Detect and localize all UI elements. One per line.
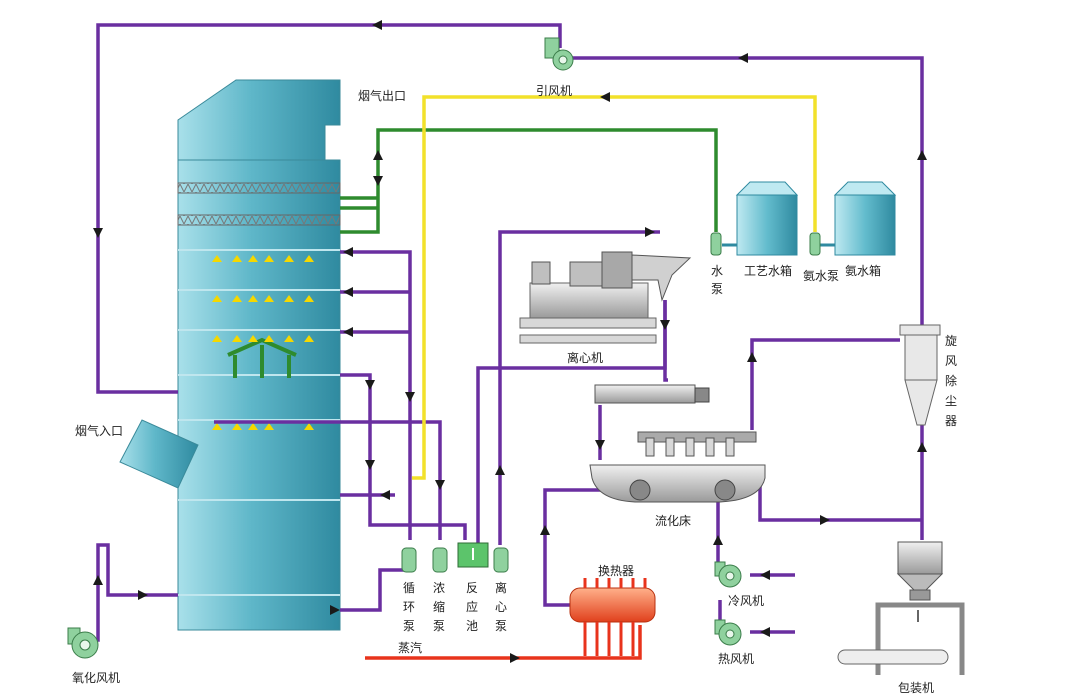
- ammonia-tank-label: 氨水箱: [845, 263, 881, 278]
- heat-exchanger: [569, 578, 656, 656]
- gas-distribution-baffle: [227, 337, 297, 378]
- oxidation-fan-label: 氧化风机: [72, 671, 120, 685]
- concentration-pump-label-1: 浓: [433, 581, 445, 595]
- cyclone-label-2: 风: [945, 354, 957, 368]
- induced-draft-fan: [544, 37, 574, 71]
- circulation-pump-label-1: 循: [403, 581, 415, 595]
- absorption-tower: [119, 79, 341, 631]
- cold-fan-label: 冷风机: [728, 594, 764, 608]
- centrifuge: [519, 251, 692, 344]
- cyclone-label-1: 旋: [945, 334, 957, 348]
- water-pump-icon: [710, 232, 722, 256]
- steam-pipe: [365, 625, 642, 660]
- demister-layer-2: [177, 214, 341, 226]
- purple-pipes: [88, 23, 924, 642]
- centrifugal-pump-label-3: 泵: [495, 619, 507, 633]
- cyclone-label-4: 尘: [945, 394, 957, 408]
- cyclone-label-3: 除: [945, 373, 957, 388]
- circulation-pump: [401, 547, 417, 573]
- reaction-tank: [457, 542, 489, 568]
- concentration-pump: [432, 547, 448, 573]
- reaction-tank-label-2: 应: [466, 599, 478, 614]
- centrifugal-pump-label-2: 心: [495, 600, 507, 614]
- packing-machine-label: 包装机: [898, 681, 934, 695]
- steam-label: 蒸汽: [398, 640, 422, 655]
- hot-air-fan: [714, 619, 742, 646]
- induced-fan-label: 引风机: [536, 84, 572, 98]
- demister-layer-1: [177, 182, 341, 194]
- yellow-pipes: [412, 95, 817, 480]
- process-water-tank-label: 工艺水箱: [744, 263, 792, 278]
- flow-arrows: [93, 20, 927, 663]
- screw-conveyor: [594, 384, 710, 404]
- green-pipes: [340, 128, 718, 234]
- cold-air-fan: [714, 561, 742, 588]
- concentration-pump-label-2: 缩: [433, 599, 445, 614]
- hot-fan-label: 热风机: [718, 652, 754, 666]
- fluid-bed-dryer: [589, 431, 766, 503]
- flue-gas-inlet-label: 烟气入口: [75, 423, 123, 438]
- spray-nozzles: [212, 255, 314, 430]
- ammonia-pump-icon: [809, 232, 821, 256]
- circulation-pump-label-3: 泵: [403, 619, 415, 633]
- reaction-tank-label-1: 反: [466, 581, 478, 595]
- circulation-pump-label-2: 环: [403, 600, 415, 614]
- cyclone-separator: [899, 324, 941, 426]
- water-pump-label-2: 泵: [711, 282, 723, 296]
- centrifugal-pump-label-1: 离: [495, 580, 507, 595]
- water-pump-label-1: 水: [711, 264, 723, 278]
- heat-exchanger-label: 换热器: [598, 564, 634, 578]
- ammonia-tank: [833, 181, 897, 256]
- concentration-pump-label-3: 泵: [433, 619, 445, 633]
- fluid-bed-label: 流化床: [655, 514, 691, 528]
- ammonia-pump-label: 氨水泵: [803, 269, 839, 283]
- oxidation-fan: [67, 627, 99, 659]
- centrifuge-label: 离心机: [567, 350, 603, 365]
- flue-gas-outlet-label: 烟气出口: [358, 88, 406, 103]
- centrifugal-pump: [493, 547, 509, 573]
- reaction-tank-label-3: 池: [466, 619, 478, 633]
- packing-machine: [837, 541, 965, 675]
- cyclone-label-5: 器: [945, 414, 957, 428]
- process-water-tank: [735, 181, 799, 256]
